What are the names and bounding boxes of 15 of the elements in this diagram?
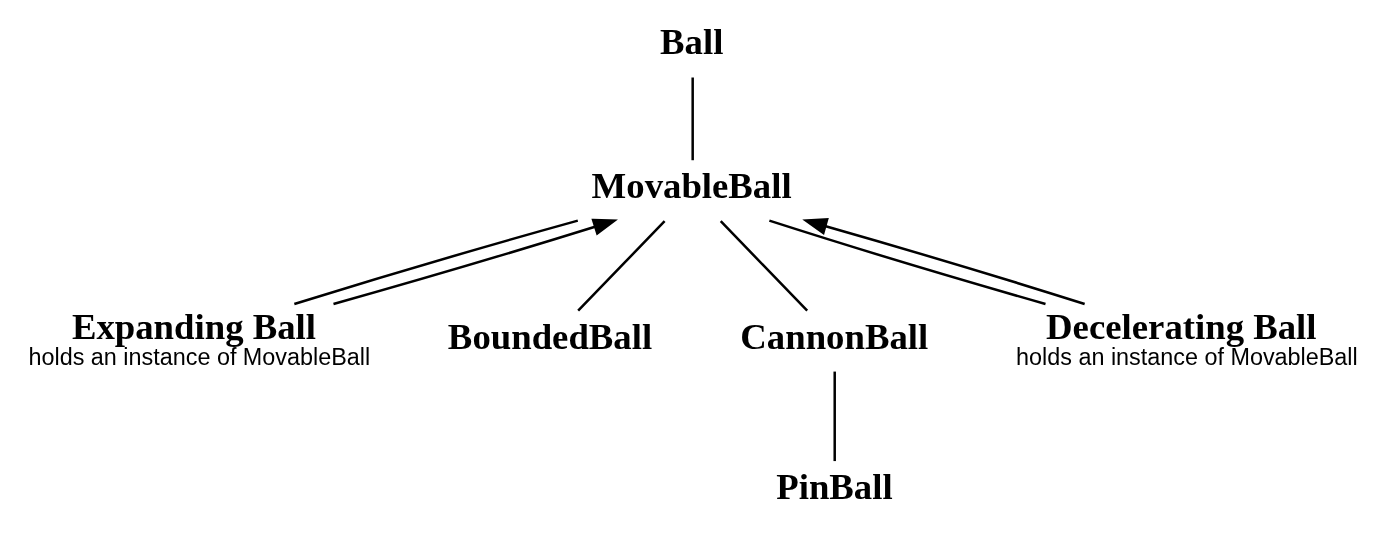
node-text: CannonBall xyxy=(740,315,929,357)
node-text: Ball xyxy=(660,21,724,63)
connector xyxy=(833,371,836,462)
connector xyxy=(691,77,694,161)
connector xyxy=(293,219,579,306)
node-text: Decelerating Ball xyxy=(1046,305,1317,347)
connector xyxy=(577,220,666,312)
arrow xyxy=(802,218,1086,306)
connector xyxy=(769,219,1046,306)
node-text: BoundedBall xyxy=(447,315,653,357)
node-text: MovableBall xyxy=(591,165,792,207)
arrow xyxy=(333,218,618,306)
connector xyxy=(719,220,809,312)
node-text: PinBall xyxy=(776,465,893,507)
node-text: Expanding Ball xyxy=(71,305,317,347)
